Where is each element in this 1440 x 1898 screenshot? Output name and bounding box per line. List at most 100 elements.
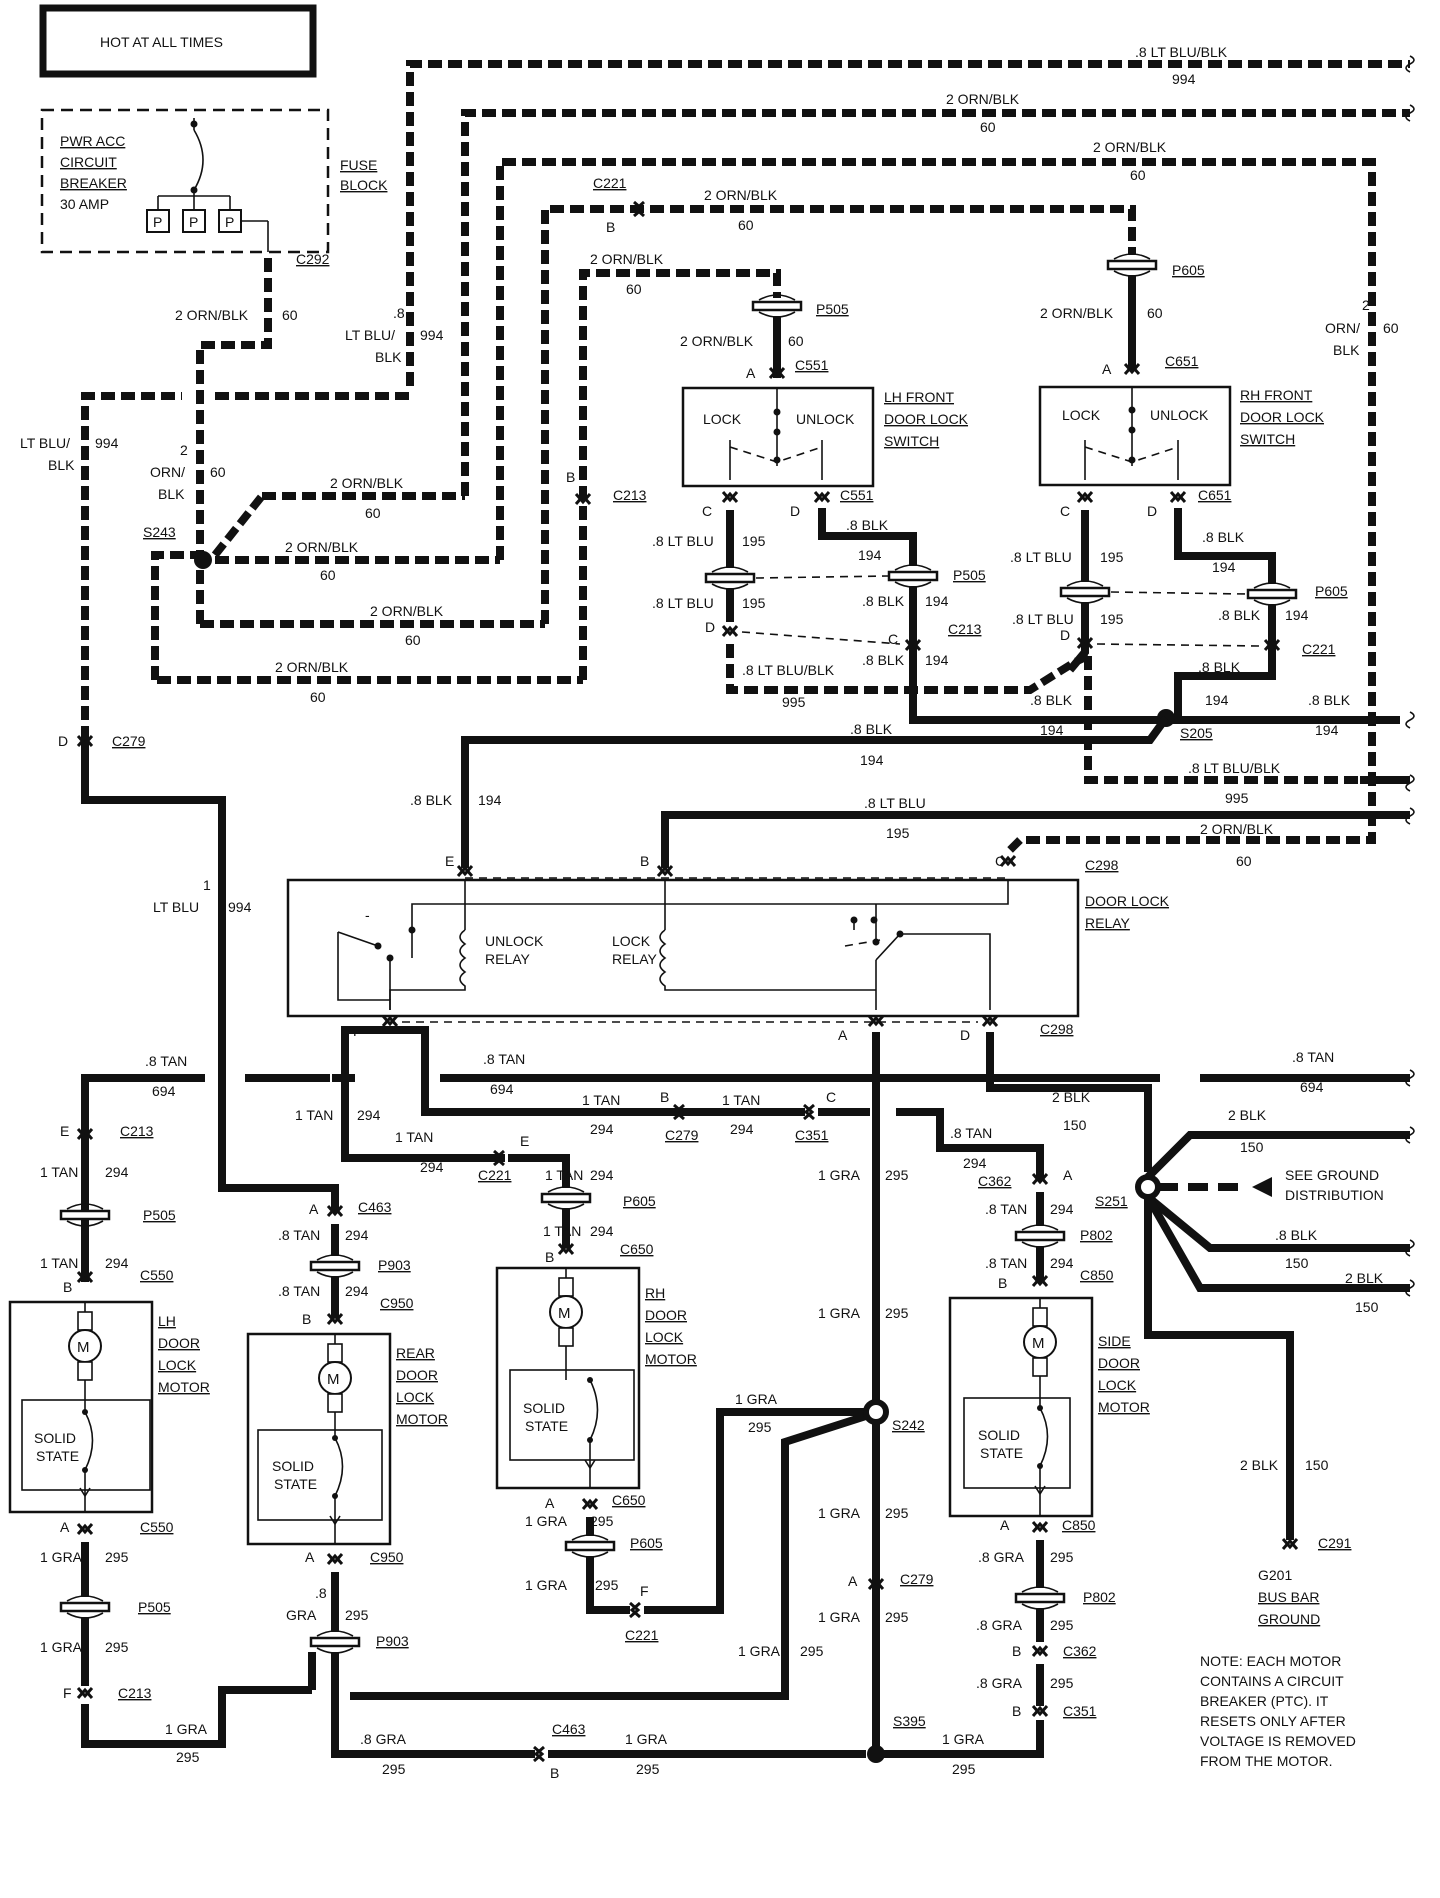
- wire-994-lower: [81, 740, 339, 1212]
- lbl-295-side-b: .8 GRA: [976, 1617, 1023, 1633]
- c221-top-label: C221: [593, 175, 627, 191]
- c362-bottom-pin: B: [1012, 1643, 1021, 1659]
- c650-bottom-connector: [581, 1497, 599, 1511]
- rh-switch-title-3: SWITCH: [1240, 431, 1295, 447]
- p903-top-label: P903: [378, 1257, 411, 1273]
- fuse-block-label-1: FUSE: [340, 157, 377, 173]
- ground-arrow-icon: [1252, 1177, 1272, 1197]
- c213-pin-d: D: [705, 619, 715, 635]
- c650-top-label: C650: [620, 1241, 654, 1257]
- hot-at-all-times-box: [39, 4, 317, 78]
- c298-d-label: D: [960, 1027, 970, 1043]
- c362-top-label: C362: [978, 1173, 1012, 1189]
- code-194-lh-c: 194: [925, 652, 949, 668]
- code-294-side-a: 294: [1050, 1201, 1074, 1217]
- lbl-194-rh-b: .8 BLK: [1218, 607, 1261, 623]
- rh-lock-label: LOCK: [1062, 407, 1101, 423]
- c221-mid-label: C221: [478, 1167, 512, 1183]
- lh-lock-label: LOCK: [703, 411, 742, 427]
- code-294-rear-b: 294: [345, 1283, 369, 1299]
- lbl-194-lh-d: .8 BLK: [1030, 692, 1073, 708]
- c850-top-pin: B: [998, 1275, 1007, 1291]
- c551-pin-c: C: [702, 503, 712, 519]
- hot-at-all-times-label: HOT AT ALL TIMES: [100, 34, 223, 50]
- c213-lh-label: C213: [948, 621, 982, 637]
- wire-295-rear: [331, 1652, 535, 1758]
- code-194-lh-d: 194: [1040, 722, 1064, 738]
- p605-top-label: P605: [1172, 262, 1205, 278]
- lbl-294-side: .8 TAN: [950, 1125, 992, 1141]
- p605-rh-195: [1059, 579, 1111, 605]
- lbl-60-fuse: 2 ORN/BLK: [175, 307, 249, 323]
- wire-194-lh-b: [909, 586, 1110, 724]
- c213-top-pin: B: [566, 469, 575, 485]
- note-line-5: VOLTAGE IS REMOVED: [1200, 1733, 1356, 1749]
- lh-motor-title-3: LOCK: [158, 1357, 197, 1373]
- rear-solid-2: STATE: [274, 1476, 317, 1492]
- p605-top-connector: [1106, 252, 1158, 278]
- c850-bottom-pin: A: [1000, 1517, 1010, 1533]
- wire-150-b: [1145, 1131, 1410, 1180]
- c362-bottom-connector: [1031, 1644, 1049, 1658]
- c298-pin-a: [867, 1014, 885, 1028]
- c550-top-label: C550: [140, 1267, 174, 1283]
- c651-pin-d: D: [1147, 503, 1157, 519]
- c298-pin-e: [456, 864, 474, 878]
- lbl-995-rh: .8 LT BLU/BLK: [1188, 760, 1281, 776]
- rh-motor-title-2: DOOR: [645, 1307, 687, 1323]
- lbl-294-lh-b: 1 TAN: [40, 1255, 78, 1271]
- code-60-c: 60: [738, 217, 754, 233]
- c650-bottom-label: C650: [612, 1492, 646, 1508]
- c651-top-label: C651: [1165, 353, 1199, 369]
- c550-bottom-pin: A: [60, 1519, 70, 1535]
- lbl-294-rh-b: 1 TAN: [543, 1223, 581, 1239]
- lbl-60-v-3: BLK: [158, 486, 185, 502]
- p605-rh-motor-top: [540, 1185, 592, 1211]
- wire-150-d: [1144, 1195, 1410, 1292]
- wire-60-a-diag: [211, 493, 266, 558]
- p505-lh-195: [704, 565, 756, 591]
- lbl-295-rear-1: .8: [315, 1585, 327, 1601]
- c463-bottom-pin: B: [550, 1765, 559, 1781]
- c298-a-label: A: [838, 1027, 848, 1043]
- c651-pin-c: C: [1060, 503, 1070, 519]
- lbl-60-r-1: 2: [1362, 297, 1370, 313]
- c651-bottom-c: [1076, 490, 1094, 504]
- code-60-s1: 60: [365, 505, 381, 521]
- lbl-60-s1: 2 ORN/BLK: [330, 475, 404, 491]
- wire-295-rh-to-s242: [644, 1408, 866, 1614]
- code-295-b: 295: [885, 1305, 909, 1321]
- svg-text:P: P: [225, 214, 234, 230]
- code-295-side-a: 295: [1050, 1549, 1074, 1565]
- rh-motor-title-1: RH: [645, 1285, 665, 1301]
- lbl-60-s4: 2 ORN/BLK: [275, 659, 349, 675]
- rear-motor-title-1: REAR: [396, 1345, 435, 1361]
- c298-b-label: B: [640, 853, 649, 869]
- lbl-294-rear-b: .8 TAN: [278, 1283, 320, 1299]
- code-150-e: 150: [1305, 1457, 1329, 1473]
- lbl-294-c: 1 TAN: [582, 1092, 620, 1108]
- breaker-label-2: CIRCUIT: [60, 154, 117, 170]
- code-194-relay: 194: [860, 752, 884, 768]
- lh-motor-title-1: LH: [158, 1313, 176, 1329]
- breaker-label-4: 30 AMP: [60, 196, 109, 212]
- lbl-295-rh-b: 1 GRA: [525, 1577, 568, 1593]
- s395-label: S395: [893, 1713, 926, 1729]
- wire-194-lh-a: [818, 508, 917, 566]
- c463-bottom-label: C463: [552, 1721, 586, 1737]
- c298-top-label: C298: [1085, 857, 1119, 873]
- rh-switch-title-2: DOOR LOCK: [1240, 409, 1325, 425]
- c950-top-label: C950: [380, 1295, 414, 1311]
- svg-text:P: P: [153, 214, 162, 230]
- c550-bottom-connector: [76, 1522, 94, 1536]
- c550-bottom-label: C550: [140, 1519, 174, 1535]
- wire-194-to-relay: [461, 736, 1090, 868]
- c551-pin-d: D: [790, 503, 800, 519]
- code-195-lh-b: 195: [742, 595, 766, 611]
- note-line-3: BREAKER (PTC). IT: [1200, 1693, 1329, 1709]
- wire-994-top: [406, 60, 1410, 386]
- p802-top-label: P802: [1080, 1227, 1113, 1243]
- rear-door-lock-motor: [246, 1332, 392, 1546]
- code-295-side-b: 295: [1050, 1617, 1074, 1633]
- code-295-lh-a: 295: [105, 1549, 129, 1565]
